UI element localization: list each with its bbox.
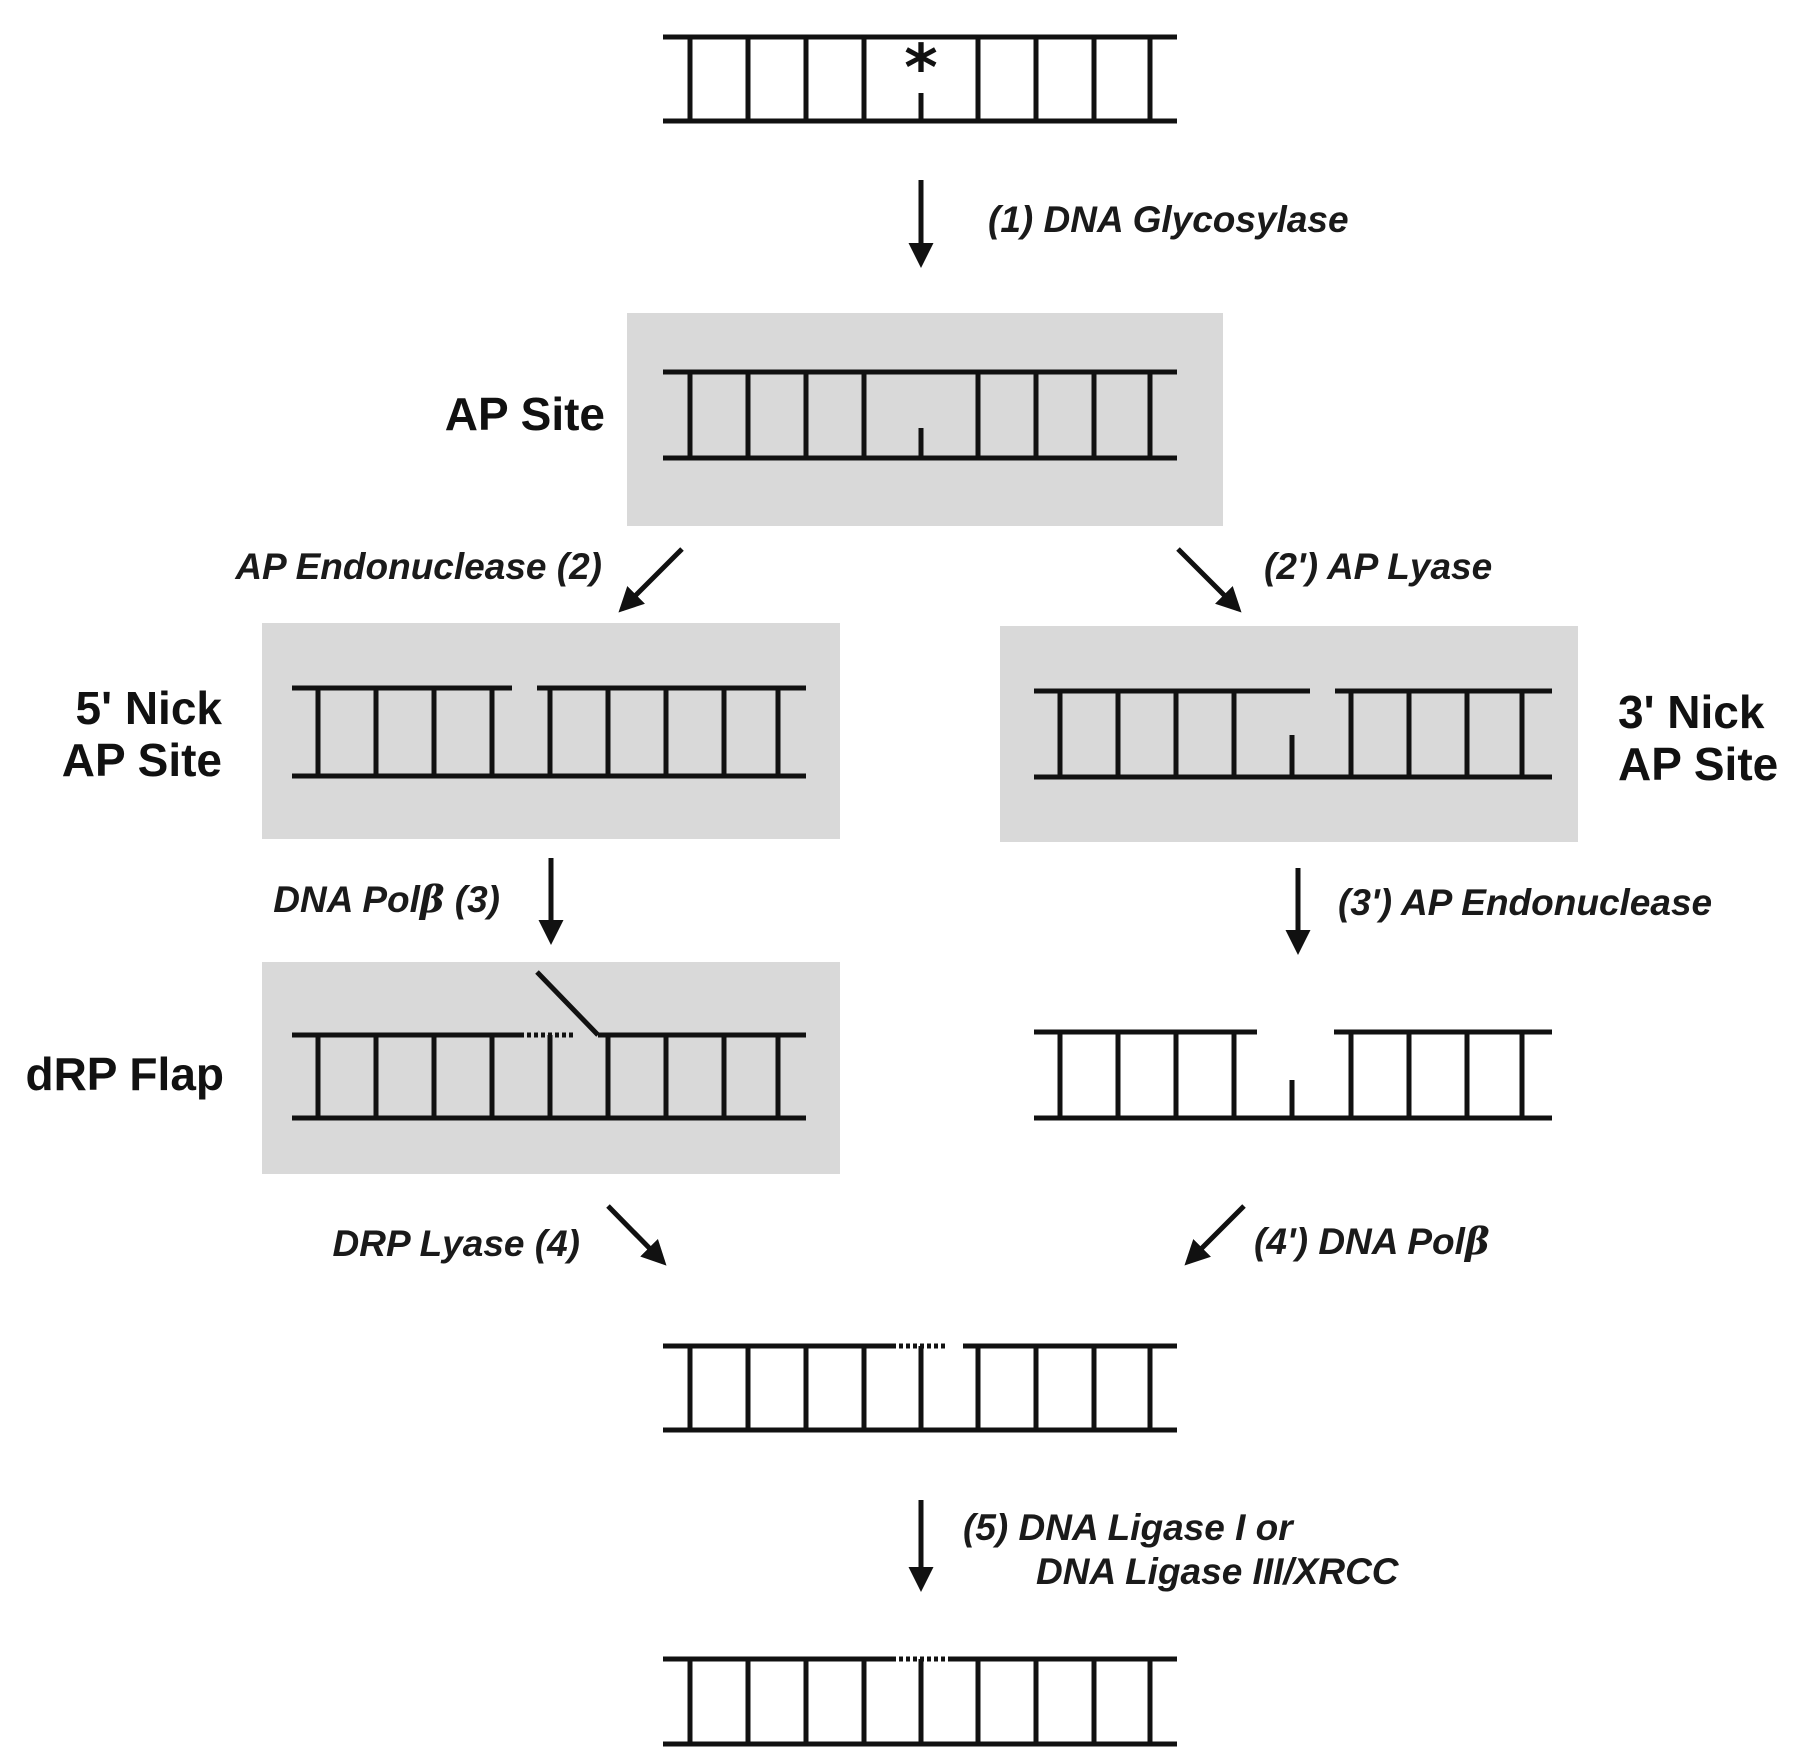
panel-3-nick	[1000, 626, 1578, 842]
step-4-label: DRP Lyase (4)	[333, 1223, 580, 1264]
step-5-label-line2: DNA Ligase III/XRCC	[1036, 1551, 1400, 1592]
lesion-marker-icon: *	[904, 32, 937, 106]
dna-repaired	[663, 1656, 1177, 1747]
arrow-step-2-prime	[1176, 547, 1242, 613]
dna-filled-nicked	[663, 1343, 1177, 1433]
step-3-prime-label: (3') AP Endonuclease	[1338, 882, 1712, 923]
dna-drp-flap	[292, 970, 806, 1121]
step-1-label: (1) DNA Glycosylase	[988, 199, 1349, 240]
panel-ap-site	[627, 313, 1223, 526]
arrow-step-4	[606, 1204, 667, 1266]
label-ap-site: AP Site	[445, 388, 605, 440]
step-2-prime-label: (2') AP Lyase	[1264, 546, 1492, 587]
label-5-nick-line2: AP Site	[62, 734, 222, 786]
dna-ap-site	[663, 369, 1177, 461]
dna-3-nick	[1034, 688, 1552, 780]
label-5-nick-line1: 5' Nick	[76, 682, 223, 734]
label-3-nick-line2: AP Site	[1618, 738, 1778, 790]
step-3-label: DNA Polβ (3)	[273, 877, 500, 921]
dna-5-nick	[292, 685, 806, 779]
dna-damaged	[663, 34, 1177, 124]
step-5-label-line1: (5) DNA Ligase I or	[963, 1507, 1295, 1548]
arrow-step-4-prime	[1184, 1204, 1246, 1266]
step-2-label: AP Endonuclease (2)	[234, 546, 602, 587]
label-3-nick-line1: 3' Nick	[1618, 686, 1765, 738]
arrow-step-2	[618, 547, 684, 613]
dna-gapped	[1034, 1029, 1552, 1121]
step-4-prime-label: (4') DNA Polβ	[1254, 1219, 1490, 1263]
label-drp-flap: dRP Flap	[25, 1048, 224, 1100]
